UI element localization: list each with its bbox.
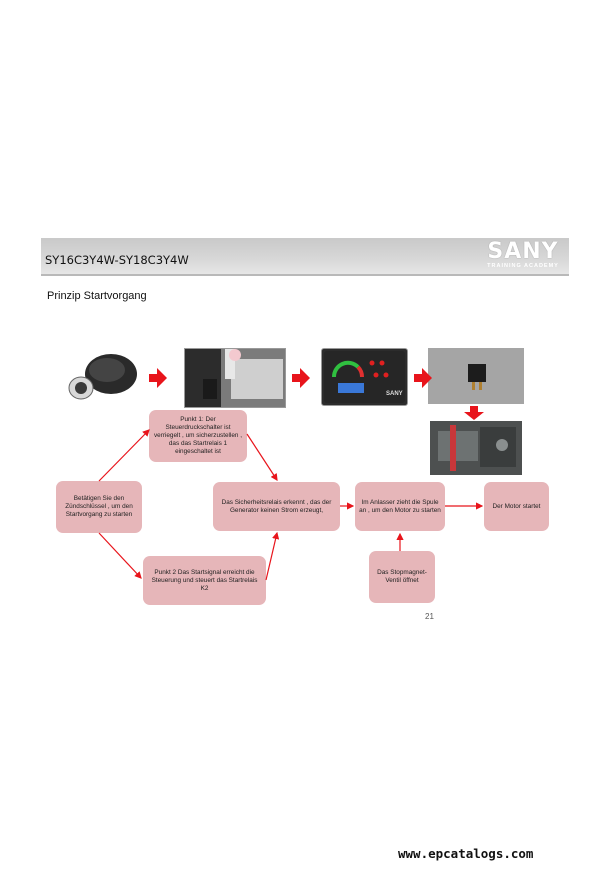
- arrow-point2-to-safety: [265, 531, 280, 581]
- flow-arrows: [98, 368, 484, 581]
- control-panel-image: SANY: [324, 351, 405, 403]
- block-arrow-2: [292, 368, 310, 388]
- block-arrow-down: [464, 406, 484, 420]
- safety-relay-text: Das Sicherheitsrelais erkennt , das der …: [221, 498, 332, 514]
- starter-box: Im Anlasser zieht die Spule an , um den …: [355, 482, 445, 531]
- control-panel-photo: SANY: [321, 348, 408, 406]
- sany-logo: SANY TRAINING ACADEMY: [483, 241, 563, 271]
- relay-photo: [428, 348, 524, 404]
- stop-valve-box: Das Stopmagnet-Ventil öffnet: [369, 551, 435, 603]
- panel-label: SANY: [386, 391, 403, 397]
- safety-relay-box: Das Sicherheitsrelais erkennt , das der …: [213, 482, 340, 531]
- page-number: 21: [425, 612, 434, 621]
- ignition-text: Betätigen Sie den Zündschlüssel , um den…: [65, 495, 133, 518]
- starter-text: Im Anlasser zieht die Spule an , um den …: [359, 498, 441, 514]
- point1-text: Punkt 1: Der Steuerdruckschalter ist ver…: [153, 416, 243, 455]
- motor-box: Der Motor startet: [484, 482, 549, 531]
- footer-watermark: www.epcatalogs.com: [398, 846, 534, 861]
- arrow-ignition-to-point1: [98, 429, 150, 482]
- ignition-box: Betätigen Sie den Zündschlüssel , um den…: [56, 481, 142, 533]
- point1-box: Punkt 1: Der Steuerdruckschalter ist ver…: [149, 410, 247, 462]
- logo-subtitle: TRAINING ACADEMY: [487, 263, 559, 269]
- slide: SY16C3Y4W-SY18C3Y4W SANY TRAINING ACADEM…: [41, 238, 569, 630]
- block-arrow-1: [149, 368, 167, 388]
- ignition-key-photo: [67, 348, 141, 406]
- point2-text: Punkt 2 Das Startsignal erreicht die Ste…: [151, 568, 258, 592]
- slide-subtitle: Prinzip Startvorgang: [47, 290, 147, 302]
- arrow-ignition-to-point2: [98, 532, 142, 579]
- slide-header: SY16C3Y4W-SY18C3Y4W SANY TRAINING ACADEM…: [41, 238, 569, 276]
- header-title: SY16C3Y4W-SY18C3Y4W: [45, 253, 189, 267]
- logo-word: SANY: [487, 239, 559, 264]
- pressure-switch-photo: [184, 348, 286, 408]
- block-arrow-3: [414, 368, 432, 388]
- motor-text: Der Motor startet: [492, 502, 541, 510]
- engine-image: [430, 421, 522, 475]
- engine-photo: [430, 421, 522, 475]
- stop-valve-text: Das Stopmagnet-Ventil öffnet: [377, 569, 427, 584]
- arrow-point1-to-safety: [246, 433, 278, 482]
- ignition-key-image: [68, 354, 137, 400]
- pressure-switch-image: [185, 349, 285, 407]
- point2-box: Punkt 2 Das Startsignal erreicht die Ste…: [143, 556, 266, 605]
- relay-image: [428, 348, 524, 404]
